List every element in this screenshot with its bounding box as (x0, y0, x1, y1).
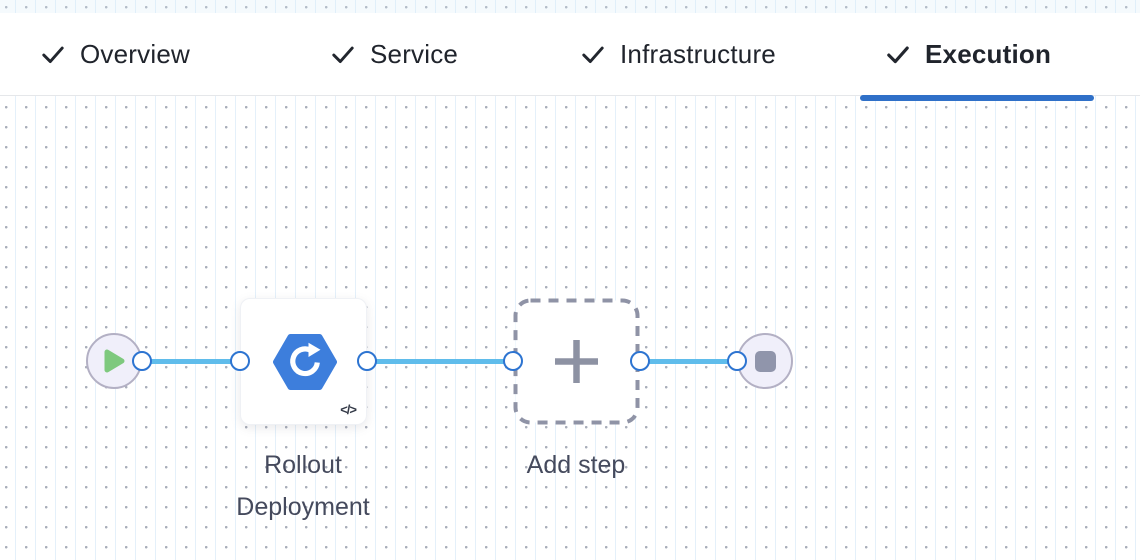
step-node-rollout-deployment[interactable]: </> (240, 298, 367, 425)
active-tab-underline (860, 95, 1094, 101)
connector-port[interactable] (503, 351, 523, 371)
tab-label: Execution (925, 38, 1052, 69)
tab-label: Overview (80, 38, 190, 69)
check-icon (887, 46, 909, 64)
add-step-label: Add step (526, 451, 626, 479)
tab-overview[interactable]: Overview (40, 13, 190, 95)
tab-infrastructure[interactable]: Infrastructure (580, 13, 776, 95)
tab-service[interactable]: Service (330, 13, 458, 95)
check-icon (332, 46, 354, 64)
check-icon (42, 46, 64, 64)
pipeline-edge (142, 358, 240, 364)
add-step-node[interactable] (513, 298, 640, 425)
plus-icon (555, 340, 598, 383)
connector-port[interactable] (357, 351, 377, 371)
canvas-top-strip (0, 0, 1140, 13)
k8s-rolling-update-icon (273, 334, 337, 390)
stop-icon (754, 350, 776, 372)
play-icon (104, 349, 125, 373)
tab-label: Service (370, 38, 459, 69)
pipeline-edge (367, 358, 514, 364)
dashed-border (513, 298, 640, 425)
tab-label: Infrastructure (620, 38, 776, 69)
check-icon (582, 46, 604, 64)
tab-execution[interactable]: Execution (885, 13, 1051, 95)
setup-wizard-tabs: Overview Service Infrastructure Executio… (0, 13, 1140, 101)
step-label: Rollout Deployment (236, 451, 370, 521)
pipeline-edge (640, 358, 737, 364)
connector-port[interactable] (230, 351, 250, 371)
connector-port[interactable] (630, 351, 650, 371)
connector-port[interactable] (132, 351, 152, 371)
code-badge: </> (340, 402, 357, 417)
connector-port[interactable] (727, 351, 747, 371)
